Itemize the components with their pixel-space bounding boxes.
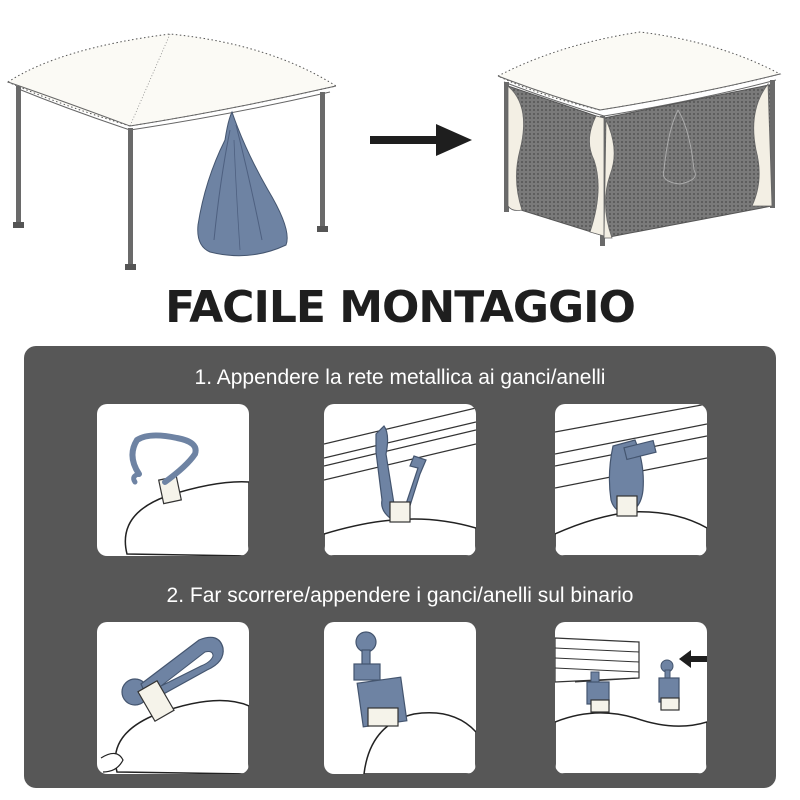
step-2-label: 2. Far scorrere/appendere i ganci/anelli…: [166, 584, 634, 607]
gazebo-with-net-installed-icon: [496, 31, 782, 246]
step-2-illustration-2: [324, 622, 476, 774]
step-1-label: 1. Appendere la rete metallica ai ganci/…: [194, 366, 606, 389]
step-1-illustration-3: [555, 404, 707, 556]
step-1-illustration-2: [324, 404, 476, 556]
page-title: FACILE MONTAGGIO: [165, 282, 636, 333]
hook-on-rail-icon: [324, 407, 476, 556]
gazebo-with-bundled-net-icon: [6, 33, 338, 270]
slider-insert-track-icon: [555, 637, 707, 774]
arrow-right-icon: [370, 124, 472, 156]
step-2-illustration-1: [97, 622, 249, 774]
gazebo-illustration: [0, 0, 800, 280]
arrow-left-icon: [679, 650, 707, 668]
slider-clip-icon: [100, 636, 249, 774]
instructions-panel: 1. Appendere la rete metallica ai ganci/…: [24, 346, 776, 788]
ring-clamped-on-rail-icon: [555, 404, 707, 556]
slider-knob-icon: [353, 631, 476, 774]
step-1-illustration-1: [97, 404, 249, 556]
hook-icon: [124, 432, 249, 556]
step-2-illustration-3: [555, 622, 707, 774]
